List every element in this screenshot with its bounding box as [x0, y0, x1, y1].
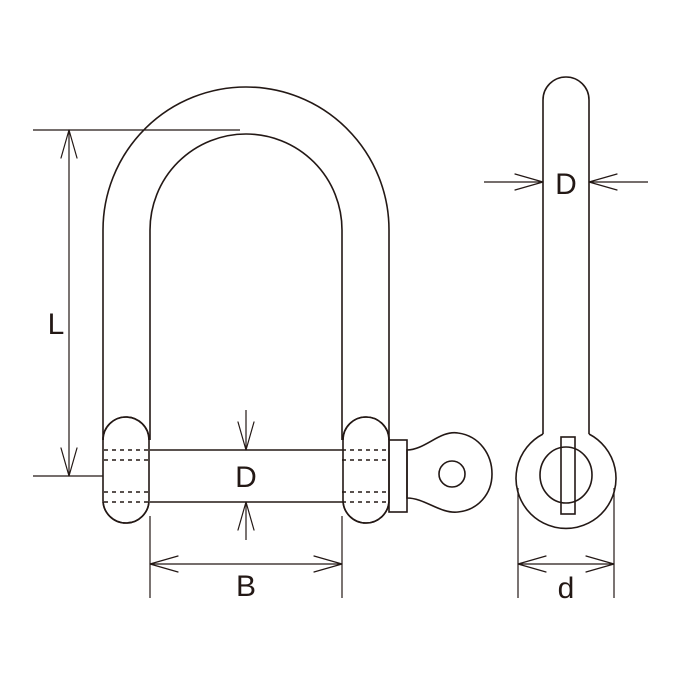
shackle-pin: [104, 432, 493, 513]
pin-collar: [388, 439, 408, 513]
dimension-d-side-label: D: [555, 168, 577, 201]
side-body: [542, 76, 590, 434]
dimension-d-front-label: D: [235, 461, 257, 494]
dimension-d-side: D: [484, 168, 648, 201]
pin-eye-hole: [438, 460, 466, 488]
shackle-bow-outer: [102, 86, 390, 498]
side-pin-head: [539, 446, 593, 504]
shackle-side-view: D d: [484, 76, 648, 605]
dimension-b-label: B: [236, 570, 256, 603]
dimension-thickness: d: [517, 488, 615, 605]
pin-eye: [406, 432, 493, 513]
dimension-thickness-label: d: [558, 572, 575, 605]
side-eye: [515, 433, 617, 530]
dimension-l-label: L: [48, 308, 65, 341]
dimension-l: L: [33, 129, 240, 477]
shackle-front-view: L D B: [33, 86, 493, 603]
dimension-b: B: [149, 516, 343, 603]
dimension-d-front: D: [235, 410, 257, 540]
side-pin-slot: [560, 436, 576, 515]
shackle-bow-inner: [149, 133, 343, 440]
